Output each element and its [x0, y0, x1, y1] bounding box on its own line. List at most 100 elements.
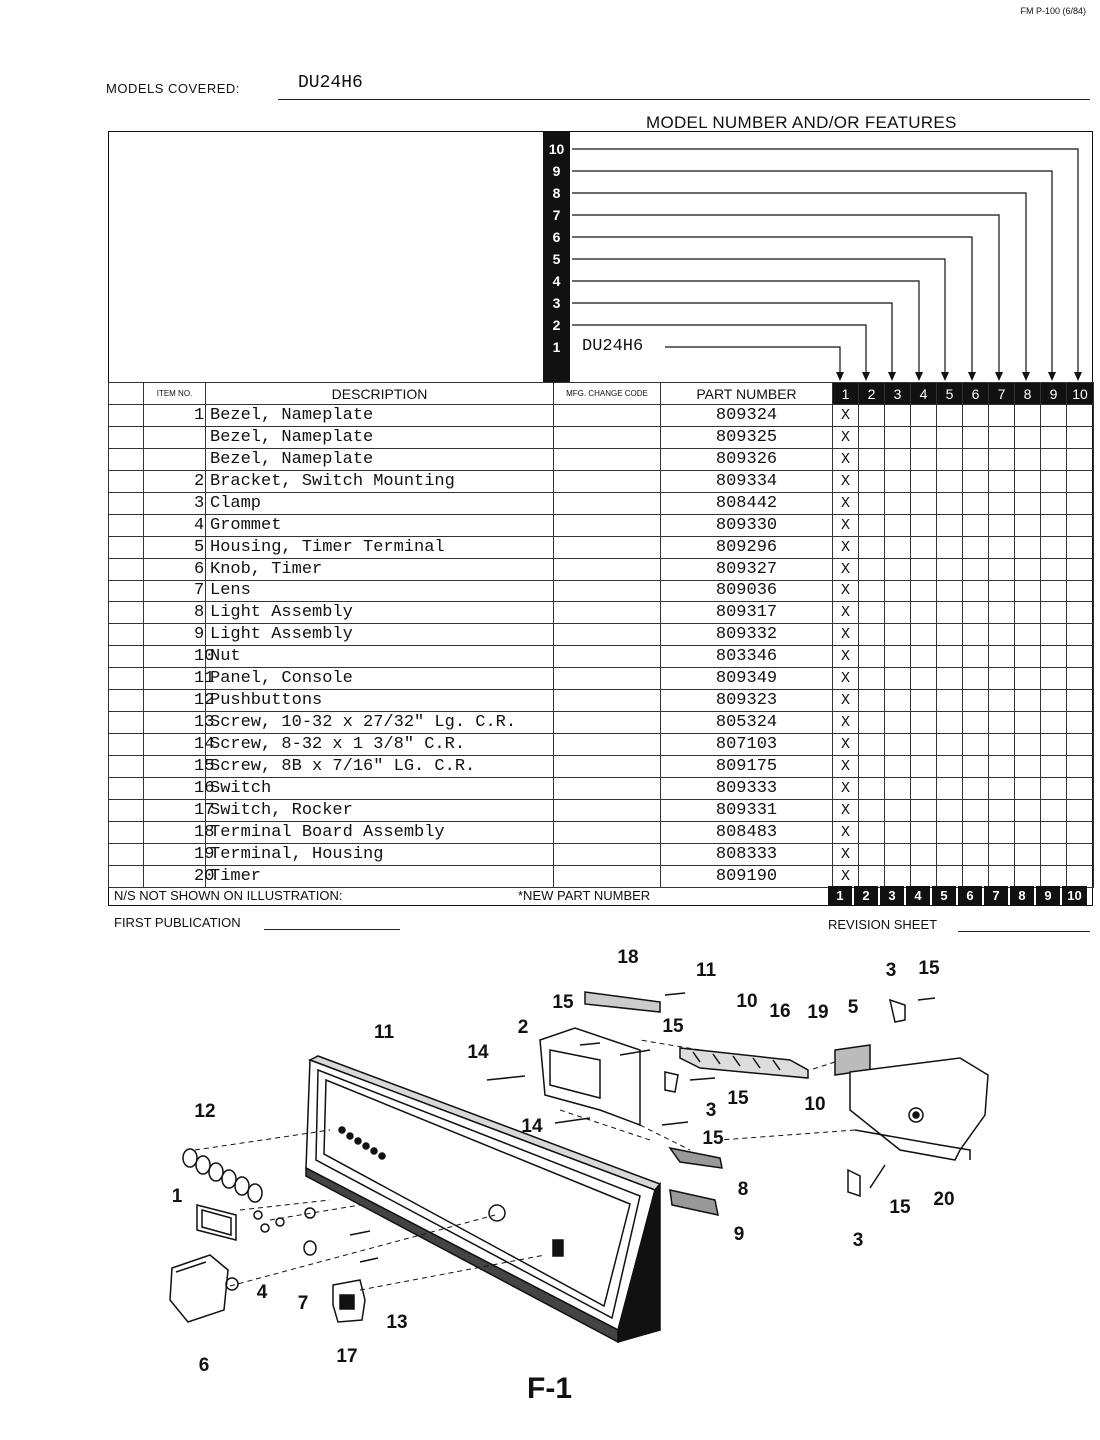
model-4-mark-cell [910, 733, 937, 756]
part-number-cell: 809333 [660, 776, 833, 800]
item-number-cell: 1 [143, 404, 206, 427]
table-header-row: ITEM NO. DESCRIPTION MFG. CHANGE CODE PA… [108, 382, 1094, 405]
model-1-mark-cell: X [832, 798, 859, 822]
model-6-mark-cell [962, 842, 989, 866]
revision-sheet-line [958, 931, 1090, 932]
first-publication-label: FIRST PUBLICATION [114, 915, 241, 930]
item-number-cell: 19 [143, 842, 214, 866]
model-3-mark-cell [884, 733, 911, 756]
part-number-cell: 809323 [660, 689, 833, 713]
model-7-mark-cell [988, 711, 1015, 735]
callout-label: 3 [706, 1100, 717, 1121]
model-1-mark-cell: X [832, 689, 859, 713]
part-number-cell: 809331 [660, 798, 833, 822]
model-5-mark-cell [936, 820, 963, 844]
model-1-mark-cell: X [832, 469, 859, 493]
part-number-cell: 803346 [660, 645, 833, 669]
callout-label: 13 [386, 1312, 407, 1333]
item-number-cell [143, 425, 206, 449]
model-1-mark-cell: X [832, 535, 859, 559]
model-2-mark-cell [858, 535, 885, 559]
model-10-mark-cell [1066, 557, 1094, 581]
mfg-change-code-cell [553, 557, 661, 581]
item-number-cell: 17 [143, 798, 214, 822]
model-8-mark-cell [1014, 776, 1041, 800]
item-number-cell: 9 [143, 623, 206, 647]
footer-model-3: 3 [880, 886, 904, 906]
model-5-mark-cell [936, 755, 963, 778]
model-2-mark-cell [858, 404, 885, 427]
model-8-mark-cell [1014, 557, 1041, 581]
model-10-mark-cell [1066, 601, 1094, 625]
model-3-mark-cell [884, 601, 911, 625]
model-10-mark-cell [1066, 579, 1094, 603]
mfg-change-code-header: MFG. CHANGE CODE [553, 382, 661, 405]
model-key-leader-lines [572, 148, 1082, 381]
part-number-cell: 809326 [660, 447, 833, 471]
description-cell: Bezel, Nameplate [205, 447, 554, 471]
description-cell: Housing, Timer Terminal [205, 535, 554, 559]
model-3-mark-cell [884, 864, 911, 888]
item-number-cell [143, 447, 206, 471]
row-margin-cell [108, 513, 144, 537]
callout-label: 3 [853, 1230, 864, 1251]
model-3-mark-cell [884, 469, 911, 493]
model-10-mark-cell [1066, 623, 1094, 647]
model-6-mark-cell [962, 601, 989, 625]
model-6-mark-cell [962, 513, 989, 537]
part-number-cell: 809324 [660, 404, 833, 427]
model-1-mark-cell: X [832, 623, 859, 647]
light-assembly-9 [669, 1189, 719, 1216]
item-number-cell: 4 [143, 513, 206, 537]
model-7-mark-cell [988, 404, 1015, 427]
model-10-mark-cell [1066, 404, 1094, 427]
mfg-change-code-cell [553, 667, 661, 691]
model-5-mark-cell [936, 404, 963, 427]
model-5-mark-cell [936, 798, 963, 822]
model-3-mark-cell [884, 447, 911, 471]
model-7-mark-cell [988, 557, 1015, 581]
row-margin-cell [108, 755, 144, 778]
model-1-mark-cell: X [832, 447, 859, 471]
model-3-mark-cell [884, 711, 911, 735]
model-2-mark-cell [858, 711, 885, 735]
part-number-cell: 808442 [660, 491, 833, 515]
model-9-mark-cell [1040, 645, 1067, 669]
bezel-nameplate [196, 1204, 237, 1241]
figure-label: F-1 [527, 1372, 572, 1405]
model-9-mark-cell [1040, 820, 1067, 844]
footer-model-1: 1 [828, 886, 852, 906]
model-7-mark-cell [988, 425, 1015, 449]
model-4-mark-cell [910, 798, 937, 822]
description-cell: Bezel, Nameplate [205, 425, 554, 449]
model-3-mark-cell [884, 776, 911, 800]
screws [349, 992, 936, 1263]
part-number-cell: 805324 [660, 711, 833, 735]
item-number-cell: 14 [143, 733, 214, 756]
model-3-mark-cell [884, 842, 911, 866]
description-cell: Clamp [205, 491, 554, 515]
item-number-cell: 13 [143, 711, 214, 735]
model-4-mark-cell [910, 842, 937, 866]
row-margin-cell [108, 864, 144, 888]
model-2-mark-cell [858, 447, 885, 471]
first-publication-line [264, 929, 400, 930]
model-9-mark-cell [1040, 513, 1067, 537]
mfg-change-code-cell [553, 535, 661, 559]
part-number-cell: 809330 [660, 513, 833, 537]
model-1-mark-cell: X [832, 557, 859, 581]
model-6-mark-cell [962, 535, 989, 559]
model-4-mark-cell [910, 776, 937, 800]
model-3-mark-cell [884, 535, 911, 559]
model-2-mark-cell [858, 864, 885, 888]
model-5-mark-cell [936, 689, 963, 713]
model-key-1: 1 [552, 339, 561, 355]
model-3-mark-cell [884, 404, 911, 427]
model-10-mark-cell [1066, 645, 1094, 669]
model-5-mark-cell [936, 491, 963, 515]
callout-label: 14 [521, 1116, 543, 1137]
model-8-mark-cell [1014, 711, 1041, 735]
